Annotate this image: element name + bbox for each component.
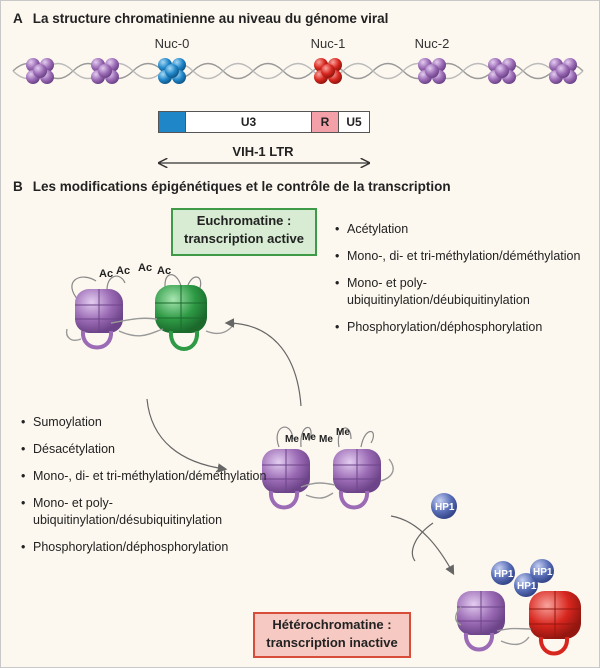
ltr-nuc0-segment [159, 112, 185, 132]
activating-modifications-list: Acétylation Mono-, di- et tri-méthylatio… [335, 221, 597, 346]
ltr-r-segment: R [311, 112, 338, 132]
arrow-to-euchromatin [224, 318, 302, 407]
list-item: Acétylation [335, 221, 597, 238]
nucleosome-nuc-2 [418, 58, 446, 84]
list-item: Phosphorylation/déphosphorylation [335, 319, 597, 336]
ltr-region-bar: U3 R U5 [158, 111, 370, 133]
list-item: Mono- et poly-ubiquitinylation/déubiquit… [335, 275, 597, 309]
heterochromatin-box-line-2: transcription inactive [266, 635, 398, 650]
nucleosome-nuc-1 [314, 58, 342, 84]
methylated-nucleosomes [262, 426, 394, 510]
methyl-mark: Me [285, 434, 299, 445]
acetyl-mark: Ac [99, 268, 113, 280]
section-b-title: Les modifications épigénétiques et le co… [32, 179, 451, 194]
list-item: Mono- et poly-ubiquitinylation/désubiqui… [21, 495, 276, 529]
nuc-1-label: Nuc-1 [310, 36, 346, 51]
list-item: Désacétylation [21, 441, 276, 458]
ltr-u5-segment: U5 [338, 112, 369, 132]
hp1-protein-bound [491, 561, 515, 585]
nucleosome-purple-1 [26, 58, 54, 84]
hp1-label: HP1 [435, 502, 455, 513]
euchromatin-nucleosomes [65, 274, 236, 351]
acetyl-mark: Ac [157, 265, 171, 277]
hp1-protein-bound [530, 559, 554, 583]
ltr-u3-segment: U3 [185, 112, 311, 132]
heterochromatin-box-line-1: Hétérochromatine : [272, 617, 392, 632]
list-item: Mono-, di- et tri-méthylation/déméthylat… [335, 248, 597, 265]
nucleosome-nuc-0 [158, 58, 186, 84]
section-a-title: La structure chromatinienne au niveau du… [32, 11, 389, 26]
repressive-modifications-list: Sumoylation Désacétylation Mono-, di- et… [21, 414, 276, 566]
hp1-label: HP1 [517, 581, 537, 592]
hp1-label: HP1 [494, 569, 514, 580]
methyl-mark: Me [319, 434, 333, 445]
hp1-protein-free [431, 493, 457, 519]
heterochromatin-box: Hétérochromatine : transcription inactiv… [253, 612, 411, 658]
arrow-to-heterochromatin [390, 515, 455, 576]
euchromatin-box-line-2: transcription active [184, 231, 304, 246]
nucleosome-purple-2 [91, 58, 119, 84]
hp1-label: HP1 [533, 567, 553, 578]
section-b-letter: B [13, 179, 23, 194]
nucleosome-purple-5 [549, 58, 577, 84]
acetyl-mark: Ac [116, 265, 130, 277]
euchromatin-box: Euchromatine : transcription active [171, 208, 317, 256]
section-a-heading: A La structure chromatinienne au niveau … [13, 11, 388, 26]
section-b-heading: B Les modifications épigénétiques et le … [13, 179, 451, 194]
methyl-mark: Me [336, 427, 350, 438]
nuc-0-label: Nuc-0 [154, 36, 190, 51]
nuc-2-label: Nuc-2 [414, 36, 450, 51]
list-item: Phosphorylation/déphosphorylation [21, 539, 276, 556]
list-item: Mono-, di- et tri-méthylation/déméthylat… [21, 468, 276, 485]
arrow-hp1-recruitment [411, 522, 434, 562]
ltr-label: VIH-1 LTR [232, 144, 294, 159]
acetyl-mark: Ac [138, 262, 152, 274]
euchromatin-box-line-1: Euchromatine : [196, 213, 292, 228]
section-a-letter: A [13, 11, 23, 26]
heterochromatin-nucleosomes [455, 591, 581, 656]
list-item: Sumoylation [21, 414, 276, 431]
nucleosome-purple-4 [488, 58, 516, 84]
methyl-mark: Me [302, 432, 316, 443]
hp1-protein-bound [514, 573, 538, 597]
